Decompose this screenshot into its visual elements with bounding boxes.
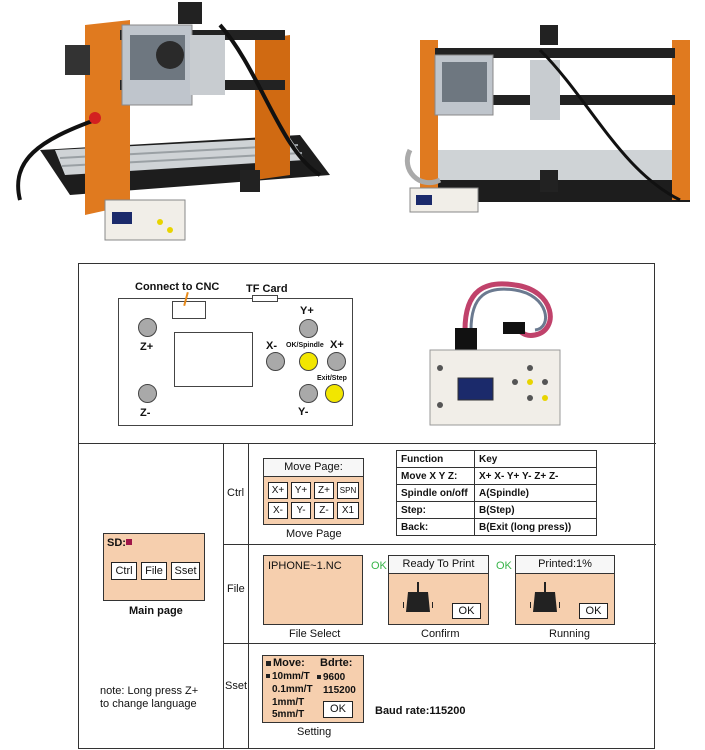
confirm-header-bar (389, 556, 488, 574)
table-cell: Spindle on/off (396, 484, 475, 502)
move-page-header: Move Page: (284, 461, 343, 473)
connect-to-cnc-label: Connect to CNC (135, 281, 220, 293)
key-spn[interactable]: SPN (337, 482, 359, 499)
key-x1[interactable]: X1 (337, 502, 359, 519)
language-note: note: Long press Z+ to change language (100, 685, 199, 710)
step-marker (266, 674, 270, 678)
baud-option-2[interactable]: 115200 (323, 685, 356, 696)
table-cell: B(Exit (long press)) (474, 518, 597, 536)
y-plus-button[interactable] (299, 319, 318, 338)
grid-vline-2 (248, 443, 249, 749)
sd-label: SD: (107, 537, 126, 549)
ok-arrow-1: OK (371, 560, 387, 572)
x-plus-label: X+ (330, 339, 344, 351)
y-minus-button[interactable] (299, 384, 318, 403)
running-header-bar (516, 556, 614, 574)
ok-spindle-button[interactable] (299, 352, 318, 371)
diagram-frame (78, 263, 655, 749)
z-plus-label: Z+ (140, 341, 154, 353)
main-sset-button[interactable]: Sset (171, 562, 200, 580)
table-cell: Step: (396, 501, 475, 519)
key-x-minus[interactable]: X- (268, 502, 288, 519)
tf-card-label: TF Card (246, 283, 288, 295)
exit-step-label: Exit/Step (317, 375, 347, 382)
y-plus-label: Y+ (300, 305, 314, 317)
baud-option-1[interactable]: 9600 (323, 672, 346, 683)
table-cell: Move X Y Z: (396, 467, 475, 485)
controller-photo (425, 270, 575, 430)
file-select-name: IPHONE~1.NC (268, 560, 342, 572)
cnc-machine-photo-right (390, 20, 705, 220)
step-option-4[interactable]: 5mm/T (272, 709, 305, 720)
z-minus-label: Z- (140, 407, 151, 419)
step-option-1[interactable]: 10mm/T (272, 671, 310, 682)
running-machine-icon (530, 582, 560, 612)
cnc-machine-photo-left (0, 0, 350, 255)
key-x-plus[interactable]: X+ (268, 482, 288, 499)
table-cell: Function (396, 450, 475, 468)
key-z-minus[interactable]: Z- (314, 502, 334, 519)
row-label-sset: Sset (225, 680, 248, 692)
main-file-button[interactable]: File (141, 562, 167, 580)
table-cell: Back: (396, 518, 475, 536)
row-label-file: File (227, 583, 245, 595)
move-page-caption: Move Page (286, 528, 342, 540)
grid-line-ctrl-file (223, 544, 656, 545)
confirm-ok-button[interactable]: OK (452, 603, 481, 619)
confirm-header: Ready To Print (402, 558, 475, 570)
step-option-2[interactable]: 0.1mm/T (272, 684, 313, 695)
grid-top-line (78, 443, 656, 444)
y-minus-label: Y- (298, 406, 309, 418)
key-z-plus[interactable]: Z+ (314, 482, 334, 499)
running-header: Printed:1% (538, 558, 592, 570)
grid-line-file-sset (223, 643, 656, 644)
table-cell: B(Step) (474, 501, 597, 519)
z-plus-button[interactable] (138, 318, 157, 337)
setting-caption: Setting (297, 726, 332, 738)
baud-rate-note: Baud rate:115200 (375, 705, 466, 717)
running-caption: Running (549, 628, 590, 640)
x-minus-button[interactable] (266, 352, 285, 371)
file-select-caption: File Select (289, 628, 341, 640)
baud-marker (317, 675, 321, 679)
display-screen (174, 332, 253, 387)
main-page-caption: Main page (129, 605, 183, 617)
table-cell: Key (474, 450, 597, 468)
step-option-3[interactable]: 1mm/T (272, 697, 305, 708)
bdrte-label: Bdrte: (320, 657, 353, 669)
table-row: Back:B(Exit (long press)) (396, 518, 597, 536)
main-ctrl-button[interactable]: Ctrl (111, 562, 137, 580)
ok-spindle-label: OK/Spindle (286, 342, 324, 349)
move-page-header-bar (264, 459, 363, 477)
x-minus-label: X- (266, 340, 277, 352)
x-plus-button[interactable] (327, 352, 346, 371)
running-ok-button[interactable]: OK (579, 603, 608, 619)
table-cell: X+ X- Y+ Y- Z+ Z- (474, 467, 597, 485)
grid-vline-1 (223, 443, 224, 749)
confirm-machine-icon (403, 582, 433, 612)
sd-indicator (126, 539, 132, 545)
confirm-caption: Confirm (421, 628, 460, 640)
tf-card-slot (252, 295, 278, 302)
table-cell: A(Spindle) (474, 484, 597, 502)
row-label-ctrl: Ctrl (227, 487, 245, 499)
setting-ok-button[interactable]: OK (323, 701, 353, 718)
exit-step-button[interactable] (325, 384, 344, 403)
z-minus-button[interactable] (138, 384, 157, 403)
setting-screen (262, 655, 364, 723)
file-select-screen (263, 555, 363, 625)
ok-arrow-2: OK (496, 560, 512, 572)
move-marker (266, 661, 271, 666)
table-row: Move X Y Z:X+ X- Y+ Y- Z+ Z- (396, 467, 597, 485)
table-row: Step:B(Step) (396, 501, 597, 519)
key-y-minus[interactable]: Y- (291, 502, 311, 519)
move-label: Move: (273, 657, 305, 669)
cnc-connector-port (172, 301, 206, 319)
key-y-plus[interactable]: Y+ (291, 482, 311, 499)
